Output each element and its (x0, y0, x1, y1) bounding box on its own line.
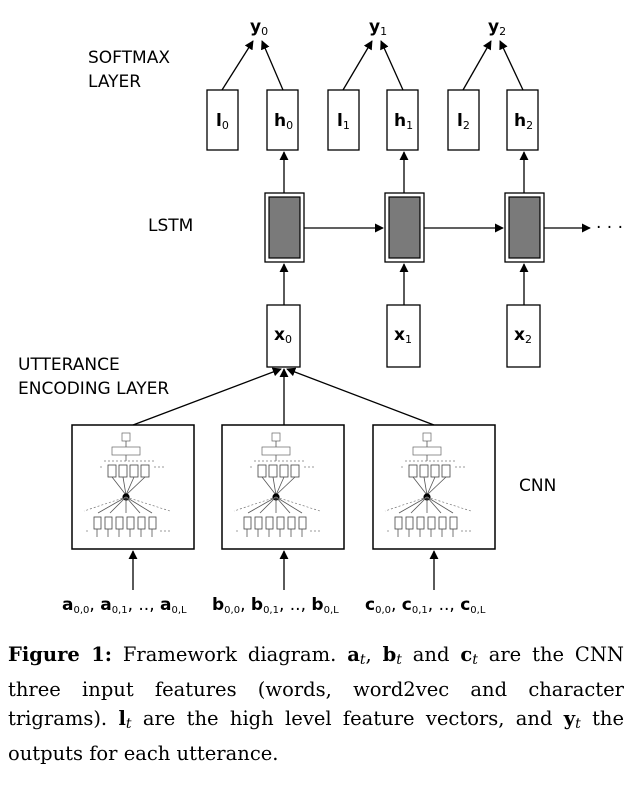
continuation-ellipsis: · · · (596, 218, 623, 238)
lstm-cell-2 (504, 192, 545, 263)
caption-text-3: are the high level feature vectors, and (131, 707, 564, 730)
lstm-label: LSTM (148, 216, 193, 236)
l-node-2 (447, 89, 480, 151)
lstm-cell-0 (264, 192, 305, 263)
h-node-1-label: h1 (394, 111, 413, 132)
encoding-label-line2: ENCODING LAYER (18, 379, 169, 399)
l-node-1-label: l1 (337, 111, 350, 132)
cnn-block-0 (71, 424, 195, 550)
l-node-0 (206, 89, 239, 151)
encoding-label-line1: UTTERANCE (18, 355, 120, 375)
output-y2: y2 (488, 17, 506, 38)
caption-and: and (401, 643, 461, 666)
cnn-block-1 (221, 424, 345, 550)
input-b-label: b0,0, b0,1, .., b0,L (212, 595, 339, 616)
output-y0: y0 (250, 17, 268, 38)
input-c-label: c0,0, c0,1, .., c0,L (365, 595, 486, 616)
l-node-0-label: l0 (216, 111, 229, 132)
h-node-1 (386, 89, 419, 151)
caption-sub-t-l: t (125, 716, 132, 732)
h-node-0-label: h0 (274, 111, 293, 132)
h-node-2-label: h2 (514, 111, 533, 132)
x-node-0-label: x0 (274, 325, 292, 346)
l-node-2-label: l2 (457, 111, 470, 132)
x-node-0 (266, 304, 301, 368)
caption-sym-c: c (460, 643, 473, 666)
x-node-1-label: x1 (394, 325, 412, 346)
x-node-2 (506, 304, 541, 368)
caption-sym-y: y (563, 707, 576, 730)
h-node-2 (506, 89, 539, 151)
lstm-cell-1 (384, 192, 425, 263)
caption-text-2: are the CNN three input features (words,… (8, 643, 624, 730)
h-node-0 (266, 89, 299, 151)
input-a-label: a0,0, a0,1, .., a0,L (62, 595, 187, 616)
x-node-2-label: x2 (514, 325, 532, 346)
caption-text-1: Framework diagram. (112, 643, 348, 666)
caption-text-4: the outputs for each utterance. (8, 707, 625, 765)
figure-caption: Figure 1: Framework diagram. at, bt and … (8, 640, 624, 768)
caption-sub-t-b: t (396, 652, 402, 668)
softmax-label-line1: SOFTMAX (88, 48, 170, 68)
caption-sub-t-a: t (359, 652, 366, 668)
framework-diagram: SOFTMAX LAYER LSTM UTTERANCE ENCODING LA… (18, 17, 623, 616)
softmax-label-line2: LAYER (88, 72, 141, 92)
caption-sym-a: a (347, 643, 360, 666)
caption-sub-t-c: t (472, 652, 478, 668)
figure-label: Figure 1: (8, 643, 112, 666)
caption-sym-b: b (382, 643, 397, 666)
cnn-label: CNN (519, 476, 556, 496)
caption-sep-1: , (365, 643, 383, 666)
caption-sym-l: l (118, 707, 126, 730)
output-y1: y1 (369, 17, 387, 38)
cnn-block-2 (372, 424, 496, 550)
caption-sub-t-y: t (575, 716, 581, 732)
